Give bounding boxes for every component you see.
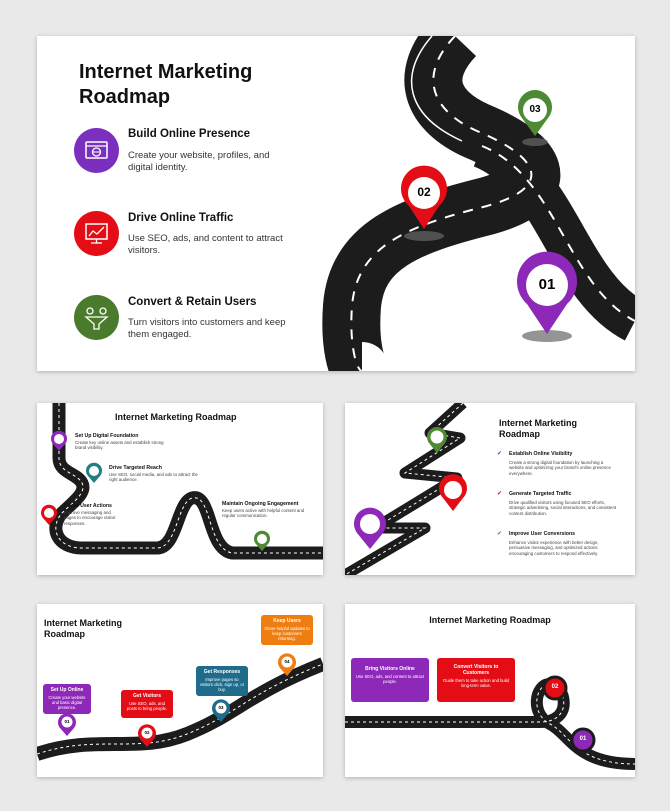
check-icon: ✔ xyxy=(497,451,503,457)
item-2-title: Generate Targeted Traffic xyxy=(509,491,572,497)
item-1-desc: Create a strong digital foundation by la… xyxy=(509,460,611,476)
card-desc: Use SEO, ads, and posts to bring people. xyxy=(126,701,168,711)
road-graphic xyxy=(345,403,467,575)
step-2-desc: Use SEO, ads, and content to attract vis… xyxy=(128,233,283,256)
pin-01-label: 01 xyxy=(579,736,587,742)
road-graphic xyxy=(41,403,323,560)
item-4-title: Maintain Ongoing Engagement xyxy=(222,501,299,507)
card-title: Get Visitors xyxy=(133,693,161,699)
item-1-title: Establish Online Visibility xyxy=(509,451,573,457)
card-get-visitors[interactable]: Get Visitors Use SEO, ads, and posts to … xyxy=(121,690,173,718)
thumbnail-slide-b[interactable]: Internet Marketing Roadmap ✔ Establish O… xyxy=(345,403,635,575)
item-4-desc: Keep users active with helpful content a… xyxy=(222,508,305,519)
item-3-title: Boost User Actions xyxy=(64,503,112,509)
pin-01[interactable] xyxy=(517,251,577,334)
slide-title: Internet Marketing Roadmap xyxy=(115,412,237,422)
card-title: Set Up Online xyxy=(50,687,84,693)
step-2-title: Drive Online Traffic xyxy=(128,212,234,224)
pin-01-label: 01 xyxy=(538,276,556,293)
pin-03-label: 03 xyxy=(218,705,224,710)
pin-04-label: 04 xyxy=(284,659,290,664)
step-3-desc: Turn visitors into customers and keep th… xyxy=(128,317,286,340)
item-1-desc: Create key online assets and establish s… xyxy=(75,440,164,451)
thumbnail-slide-c[interactable]: 01 02 03 04 Internet Marketing Roadmap S… xyxy=(37,604,323,777)
check-icon: ✔ xyxy=(497,531,503,537)
page-title: Internet Marketing Roadmap xyxy=(79,61,253,108)
step-3-title: Convert & Retain Users xyxy=(128,296,257,308)
item-3-title: Improve User Conversions xyxy=(509,531,576,537)
pin-03-label: 03 xyxy=(529,104,541,115)
card-set-up-online[interactable]: Set Up Online Create your website and ba… xyxy=(43,684,91,714)
card-get-responses[interactable]: Get Responses Improve pages so visitors … xyxy=(196,666,248,696)
website-icon xyxy=(74,128,119,173)
road-graphic xyxy=(345,675,635,770)
card-title: Bring Visitors Online xyxy=(365,666,415,672)
item-2-desc: Use SEO, social media, and ads to attrac… xyxy=(109,472,198,483)
card-bring-visitors-online[interactable]: Bring Visitors Online Use SEO, ads, and … xyxy=(351,658,429,702)
card-desc: Use SEO, ads, and content to attract peo… xyxy=(355,674,425,684)
card-desc: Guide them to take action and build long… xyxy=(443,678,509,688)
step-1-desc: Create your website, profiles, and digit… xyxy=(128,150,270,173)
card-title: Keep Users xyxy=(273,618,301,624)
card-desc: Create your website and basic digital pr… xyxy=(48,695,86,710)
thumbnail-slide-a[interactable]: Internet Marketing Roadmap Set Up Digita… xyxy=(37,403,323,575)
step-1-title: Build Online Presence xyxy=(128,128,251,140)
card-keep-users[interactable]: Keep Users Share helpful updates to keep… xyxy=(261,615,313,645)
item-1-title: Set Up Digital Foundation xyxy=(75,433,139,439)
main-slide[interactable]: 02 01 03 Internet Marketing Roadmap Buil… xyxy=(37,36,635,371)
card-desc: Improve pages so visitors click, sign up… xyxy=(199,677,245,692)
item-3-desc: Improve messaging and pages to encourage… xyxy=(64,510,116,526)
pin-03[interactable] xyxy=(518,90,552,136)
pin-02-label: 02 xyxy=(417,185,431,199)
thumbnail-slide-d[interactable]: 02 01 Internet Marketing Roadmap Bring V… xyxy=(345,604,635,777)
pin-01-label: 01 xyxy=(64,719,70,724)
roadmap-pins xyxy=(401,90,577,334)
pin-02-label: 02 xyxy=(551,684,559,690)
road-graphic xyxy=(37,653,323,761)
funnel-users-icon xyxy=(74,295,119,340)
pin-02-label: 02 xyxy=(144,730,150,735)
slide-title: Internet Marketing Roadmap xyxy=(499,418,578,439)
card-desc: Share helpful updates to keep customers … xyxy=(264,626,310,641)
analytics-chart-icon xyxy=(74,211,119,256)
slide-title: Internet Marketing Roadmap xyxy=(44,618,123,639)
slide-title: Internet Marketing Roadmap xyxy=(429,615,551,625)
road-graphic xyxy=(322,36,635,371)
pin-02[interactable] xyxy=(401,165,448,229)
item-3-desc: Enhance visitor experience with better d… xyxy=(509,540,599,556)
check-icon: ✔ xyxy=(497,491,503,497)
card-convert-visitors[interactable]: Convert Visitors to Customers Guide them… xyxy=(437,658,515,702)
item-2-title: Drive Targeted Reach xyxy=(109,465,162,471)
item-2-desc: Drive qualified visitors using focused S… xyxy=(509,500,617,516)
card-title: Get Responses xyxy=(203,669,241,675)
card-title: Convert Visitors to Customers xyxy=(453,664,499,676)
